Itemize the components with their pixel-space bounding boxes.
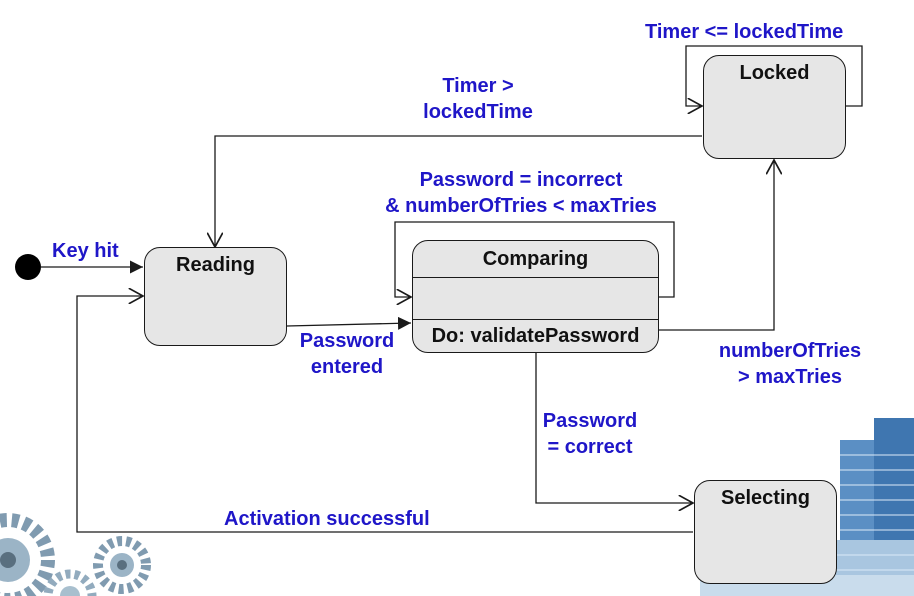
state-locked-name: Locked bbox=[739, 62, 810, 84]
unlock-arrow bbox=[215, 135, 702, 247]
label-unlock-line2: lockedTime bbox=[423, 101, 533, 123]
label-password-entered-line1: Password bbox=[299, 330, 395, 352]
label-password-entered: Password entered bbox=[292, 328, 402, 380]
label-key-hit: Key hit bbox=[52, 240, 119, 262]
label-password-incorrect: Password = incorrect & numberOfTries < m… bbox=[356, 167, 686, 219]
label-password-incorrect-line1: Password = incorrect bbox=[419, 169, 623, 191]
state-comparing-activity: Do: validatePassword bbox=[413, 319, 658, 352]
state-selecting-name: Selecting bbox=[721, 487, 810, 509]
locked-self-loop bbox=[685, 45, 863, 106]
state-comparing: Comparing Do: validatePassword bbox=[412, 240, 659, 353]
label-activation-successful: Activation successful bbox=[224, 508, 430, 530]
activation-arrow bbox=[76, 296, 693, 533]
initial-state-dot bbox=[15, 254, 41, 280]
password-entered-arrow bbox=[286, 316, 412, 330]
label-too-many-tries: numberOfTries > maxTries bbox=[700, 338, 880, 390]
label-too-many-tries-line1: numberOfTries bbox=[718, 340, 862, 362]
incorrect-self-loop bbox=[394, 221, 675, 297]
gears-decoration bbox=[0, 513, 151, 596]
state-comparing-name: Comparing bbox=[482, 248, 589, 270]
label-password-correct-line1: Password bbox=[542, 410, 638, 432]
label-password-entered-line2: entered bbox=[310, 356, 384, 378]
label-unlock-line1: Timer > bbox=[442, 75, 514, 97]
label-unlock: Timer > lockedTime bbox=[408, 73, 548, 125]
label-password-correct-line2: = correct bbox=[547, 436, 633, 458]
label-password-incorrect-line2: & numberOfTries < maxTries bbox=[385, 195, 657, 217]
state-reading: Reading bbox=[144, 247, 287, 346]
label-too-many-tries-line2: > maxTries bbox=[738, 366, 842, 388]
too-many-tries-arrow bbox=[659, 160, 774, 331]
state-locked: Locked bbox=[703, 55, 846, 159]
label-locked-self: Timer <= lockedTime bbox=[645, 21, 844, 43]
state-selecting: Selecting bbox=[694, 480, 837, 584]
state-comparing-attributes bbox=[413, 277, 658, 319]
label-password-correct: Password = correct bbox=[530, 408, 650, 460]
password-correct-arrow bbox=[535, 353, 693, 503]
state-reading-name: Reading bbox=[176, 254, 255, 276]
